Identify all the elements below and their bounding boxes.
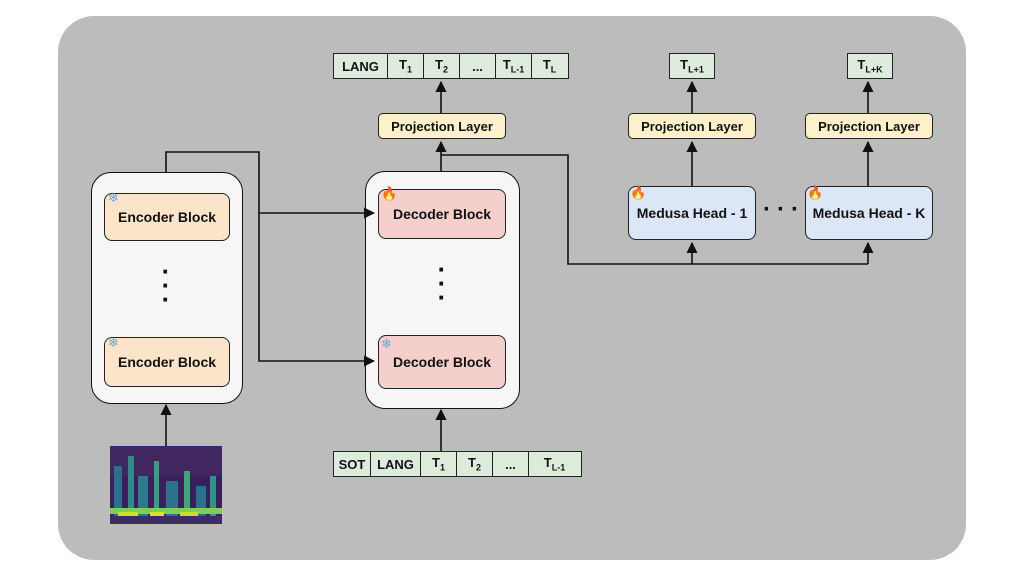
token-subscript: L <box>550 64 557 75</box>
token-base: T <box>857 57 866 73</box>
token-subscript: 2 <box>475 462 481 473</box>
token-base: T <box>468 455 476 471</box>
token-text: LANG <box>342 59 379 74</box>
token-base: LANG <box>342 58 379 74</box>
token-text: LANG <box>377 457 414 472</box>
token-cell: LANG <box>334 54 388 78</box>
encoder-block-bottom-label: Encoder Block <box>117 354 217 370</box>
token-subscript: 1 <box>439 462 445 473</box>
token-base: ... <box>472 58 483 74</box>
token-text: TL+1 <box>680 57 704 75</box>
token-subscript: L+1 <box>688 64 704 75</box>
encoder-ellipsis: ··· <box>161 256 171 314</box>
medusa-head-1-label: Medusa Head - 1 <box>636 205 748 221</box>
snowflake-icon: ❄ <box>108 335 119 350</box>
token-base: SOT <box>338 456 366 472</box>
encoder-block-top-label: Encoder Block <box>117 209 217 225</box>
snowflake-icon: ❄ <box>381 336 392 351</box>
token-text: T1 <box>399 57 412 75</box>
flame-icon: 🔥 <box>630 185 647 200</box>
token-text: T2 <box>468 455 481 473</box>
token-cell: TL <box>532 54 567 78</box>
token-base: T <box>502 57 511 73</box>
medusa-output-token-k: TL+K <box>847 53 893 79</box>
projection-layer-head-1-label: Projection Layer <box>641 118 743 134</box>
token-text: TL+K <box>857 57 882 75</box>
token-text: TL-1 <box>503 57 524 75</box>
projection-layer-head-k: Projection Layer <box>805 113 933 139</box>
token-cell: T2 <box>457 452 493 476</box>
decoder-block-bottom-label: Decoder Block <box>392 354 492 370</box>
decoder-block-top-label: Decoder Block <box>392 206 492 222</box>
token-subscript: 2 <box>442 64 448 75</box>
flame-icon: 🔥 <box>381 186 398 201</box>
projection-layer-head-k-label: Projection Layer <box>818 118 920 134</box>
medusa-output-token-1: TL+1 <box>669 53 715 79</box>
token-text: ... <box>505 457 516 472</box>
token-cell: ... <box>460 54 496 78</box>
decoder-block-bottom: Decoder Block <box>378 335 506 389</box>
decoder-block-top: Decoder Block <box>378 189 506 239</box>
token-text: TL-1 <box>544 455 565 473</box>
token-text: TL <box>543 57 556 75</box>
medusa-ellipsis: ··· <box>763 196 805 223</box>
medusa-head-k-label: Medusa Head - K <box>812 205 926 221</box>
projection-layer-head-1: Projection Layer <box>628 113 756 139</box>
token-cell: TL-1 <box>529 452 580 476</box>
token-base: LANG <box>377 456 414 472</box>
token-text: ... <box>472 59 483 74</box>
token-cell: SOT <box>334 452 371 476</box>
token-text: T1 <box>432 455 445 473</box>
token-cell: T1 <box>421 452 457 476</box>
flame-icon: 🔥 <box>807 185 824 200</box>
projection-layer-main-label: Projection Layer <box>391 118 493 134</box>
token-base: T <box>432 455 440 471</box>
token-subscript: L-1 <box>510 64 525 75</box>
encoder-block-bottom: Encoder Block <box>104 337 230 387</box>
token-subscript: 1 <box>406 64 412 75</box>
token-cell: LANG <box>371 452 421 476</box>
token-text: T2 <box>435 57 448 75</box>
token-subscript: L-1 <box>551 462 566 473</box>
encoder-block-top: Encoder Block <box>104 193 230 241</box>
medusa-head-k: Medusa Head - K <box>805 186 933 240</box>
medusa-head-1: Medusa Head - 1 <box>628 186 756 240</box>
token-subscript: L+K <box>865 64 883 75</box>
token-base: T <box>435 57 443 73</box>
token-base: T <box>680 57 689 73</box>
token-cell: ... <box>493 452 529 476</box>
token-base: T <box>399 57 407 73</box>
token-text: SOT <box>339 457 366 472</box>
decoder-ellipsis: ··· <box>437 254 447 312</box>
token-cell: TL-1 <box>496 54 532 78</box>
token-cell: T1 <box>388 54 424 78</box>
token-cell: T2 <box>424 54 460 78</box>
token-base: ... <box>505 456 516 472</box>
snowflake-icon: ❄ <box>108 190 119 205</box>
token-base: T <box>543 455 552 471</box>
projection-layer-main: Projection Layer <box>378 113 506 139</box>
spectrogram-image <box>110 446 222 524</box>
token-base: T <box>542 57 551 73</box>
